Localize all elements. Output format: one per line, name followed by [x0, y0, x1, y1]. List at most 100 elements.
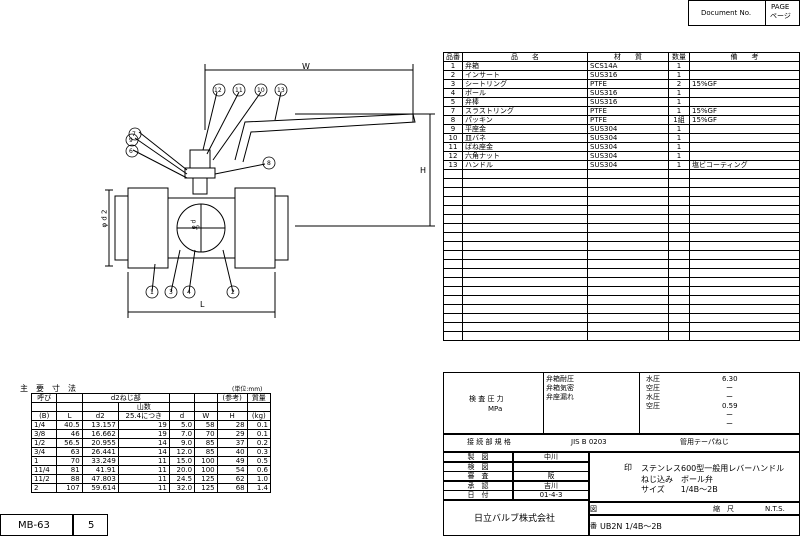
part-material: PTFE — [587, 115, 669, 125]
part-qty: 1 — [668, 70, 690, 80]
dimension-cell: 58 — [194, 420, 218, 430]
dimension-cell: 24.5 — [168, 474, 196, 484]
parts-row-empty — [443, 259, 800, 269]
part-name: ボール — [462, 88, 588, 98]
pressure-test-2: 弁座漏れ — [546, 393, 574, 401]
part-remarks: 15%GF — [689, 115, 800, 125]
dimension-cell: 40 — [216, 447, 248, 457]
part-remarks — [689, 151, 800, 161]
footer-code: MB-63 — [18, 520, 50, 531]
part-name: シートリング — [462, 79, 588, 89]
approval-role: 審 査 — [443, 471, 513, 482]
parts-row-empty — [443, 286, 800, 296]
pressure-value-3: 0.59 — [722, 402, 738, 410]
pressure-unit: MPa — [488, 405, 503, 413]
approval-value: 阪 — [513, 471, 589, 482]
title-line-2: ねじ込み ボール弁 — [641, 475, 713, 484]
dimension-cell: 1/4 — [30, 420, 58, 430]
part-no: 10 — [443, 133, 463, 143]
parts-row-empty — [443, 205, 800, 215]
logo-mark: 印 — [624, 463, 632, 472]
page-label: PAGE — [771, 3, 790, 11]
dimension-cell: 11 — [117, 456, 170, 466]
dimension-cell: 49 — [216, 456, 248, 466]
part-name: ばね座金 — [462, 142, 588, 152]
hdr-per: 25.4につき — [117, 411, 170, 421]
dimension-cell: 28 — [216, 420, 248, 430]
part-material: SCS14A — [587, 61, 669, 71]
approval-role: 日 付 — [443, 490, 513, 501]
dimension-cell: 125 — [194, 474, 218, 484]
pressure-test-0: 弁箱耐圧 — [546, 375, 574, 383]
page-label-jp: ページ — [770, 12, 791, 20]
parts-row-empty — [443, 322, 800, 332]
parts-row-empty — [443, 250, 800, 260]
part-name: スラストリング — [462, 106, 588, 116]
parts-table-header: 品番 品 名 材 質 数量 備 考 — [443, 52, 800, 62]
dimension-cell: 11 — [117, 474, 170, 484]
dimension-cell: 33.249 — [81, 456, 119, 466]
part-name: インサート — [462, 70, 588, 80]
pressure-value-2: ー — [726, 393, 733, 401]
dimension-cell: 56.5 — [56, 438, 83, 448]
callout-13: 13 — [277, 87, 285, 94]
part-remarks — [689, 88, 800, 98]
part-name: 平座金 — [462, 124, 588, 134]
dimension-cell: 20.0 — [168, 465, 196, 475]
parts-row-empty — [443, 313, 800, 323]
dimension-cell: 70 — [56, 456, 83, 466]
parts-row-empty — [443, 268, 800, 278]
parts-row-empty — [443, 331, 800, 341]
hdr-kg: (kg) — [246, 411, 272, 421]
pressure-medium-2: 水圧 — [646, 393, 660, 401]
part-remarks: 15%GF — [689, 106, 800, 116]
dimension-cell: 29 — [216, 429, 248, 439]
dimension-cell: 85 — [194, 447, 218, 457]
dimension-cell: 107 — [56, 483, 83, 493]
scale-label: 縮 尺 — [713, 505, 734, 513]
title-line-1: ステンレス600型一般用レバーハンドル — [641, 464, 785, 473]
dim-d2-label: φ d 2 — [100, 209, 109, 228]
callout-12: 12 — [214, 87, 222, 94]
dimension-cell: 100 — [194, 465, 218, 475]
dimension-cell: 125 — [194, 483, 218, 493]
part-qty: 2 — [668, 79, 690, 89]
part-no: 12 — [443, 151, 463, 161]
dimension-cell: 3/8 — [30, 429, 58, 439]
part-remarks — [689, 61, 800, 71]
dimension-cell: 41.91 — [81, 465, 119, 475]
parts-row-empty — [443, 196, 800, 206]
hdr-h: H — [216, 411, 248, 421]
part-qty: 1 — [668, 61, 690, 71]
part-qty: 1 — [668, 88, 690, 98]
dimension-cell: 0.5 — [246, 456, 272, 466]
callout-10: 10 — [257, 87, 265, 94]
dimension-cell: 14 — [117, 438, 170, 448]
callout-6: 6 — [129, 148, 133, 155]
approval-value: 吉川 — [513, 480, 589, 491]
dimension-cell: 0.6 — [246, 465, 272, 475]
part-material: PTFE — [587, 106, 669, 116]
parts-row-empty — [443, 214, 800, 224]
dimension-cell: 100 — [194, 456, 218, 466]
hdr-l: L — [56, 411, 83, 421]
pressure-value-5: ー — [726, 420, 733, 428]
dimension-cell: 85 — [194, 438, 218, 448]
dimension-cell: 13.157 — [81, 420, 119, 430]
parts-row-empty — [443, 304, 800, 314]
dimension-cell: 1.4 — [246, 483, 272, 493]
part-material: SUS304 — [587, 151, 669, 161]
part-no: 13 — [443, 160, 463, 170]
part-remarks — [689, 133, 800, 143]
dimension-cell: 0.1 — [246, 429, 272, 439]
dimension-cell: 11 — [117, 483, 170, 493]
